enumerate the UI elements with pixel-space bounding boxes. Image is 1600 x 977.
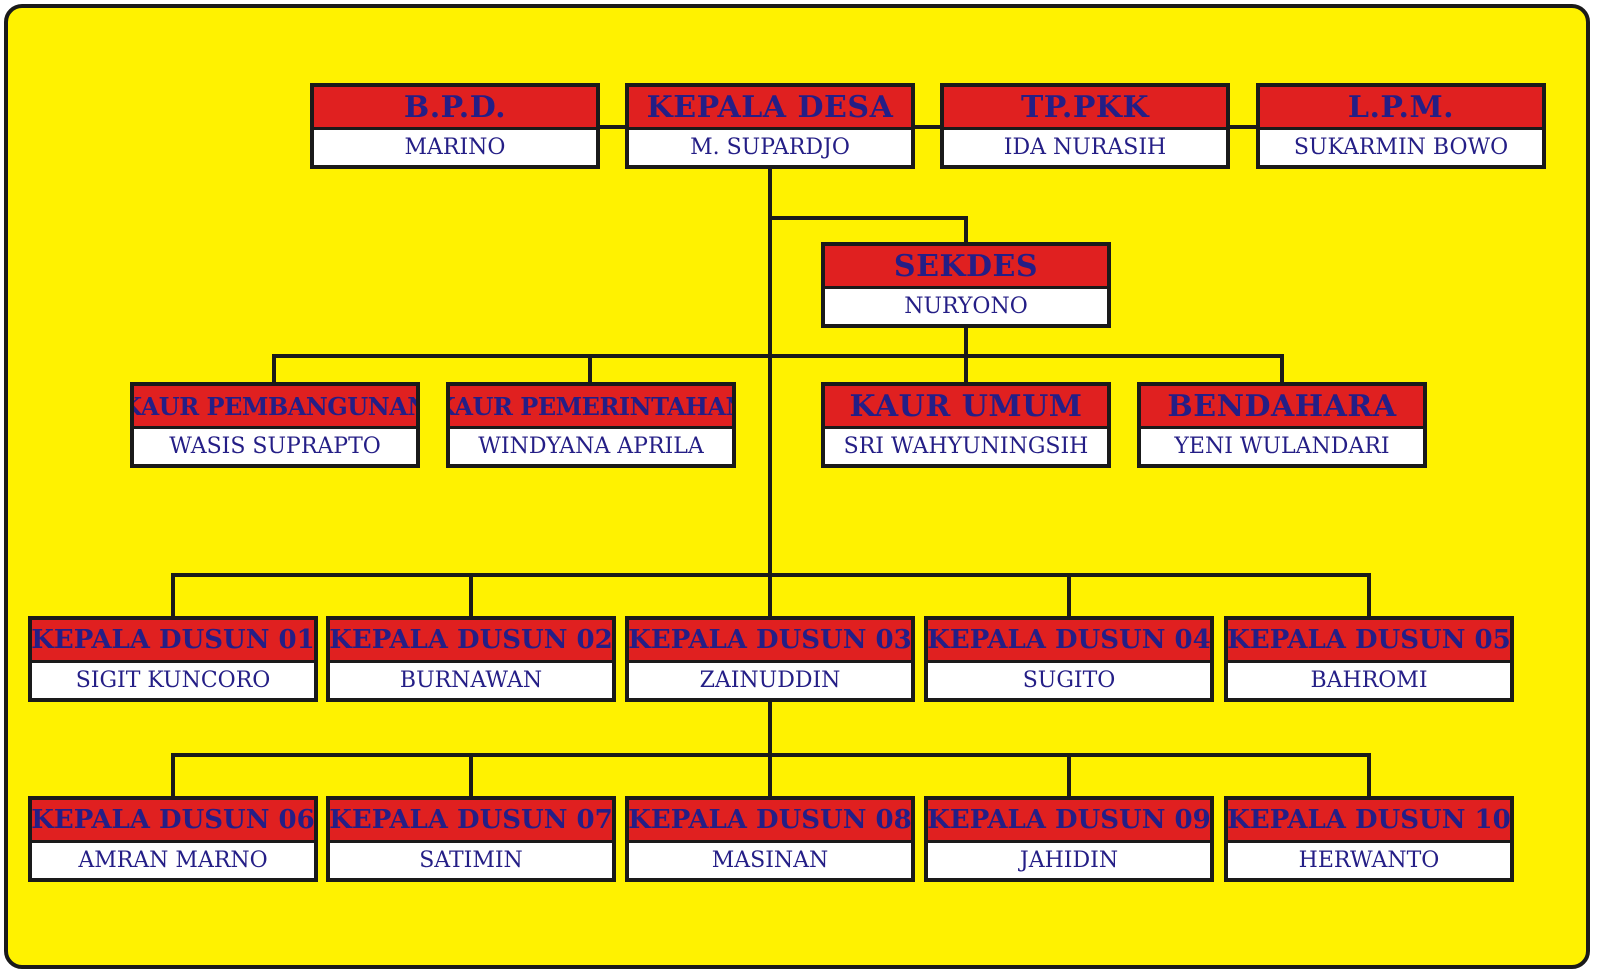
sekdes-name: NURYONO xyxy=(904,294,1028,319)
dusun-name: SUGITO xyxy=(1022,668,1116,693)
bpd-box: B.P.D. MARINO xyxy=(310,83,600,169)
dusun-name: SIGIT KUNCORO xyxy=(75,668,271,693)
connector-lines xyxy=(171,125,1371,800)
dusun-box: KEPALA DUSUN 10 HERWANTO xyxy=(1224,796,1514,882)
dusun-name: SATIMIN xyxy=(419,848,523,873)
dusun-box: KEPALA DUSUN 07 SATIMIN xyxy=(326,796,616,882)
dusun-box: KEPALA DUSUN 08 MASINAN xyxy=(625,796,915,882)
dusun-title: KEPALA DUSUN 08 xyxy=(629,800,911,843)
kaur-title: KAUR PEMBANGUNAN xyxy=(134,386,416,429)
dusun-title: KEPALA DUSUN 05 xyxy=(1228,620,1510,663)
kaur-box: BENDAHARA YENI WULANDARI xyxy=(1137,382,1427,468)
dusun-title: KEPALA DUSUN 06 xyxy=(32,800,314,843)
kaur-name: WASIS SUPRAPTO xyxy=(169,434,381,459)
dusun-name: ZAINUDDIN xyxy=(699,668,841,693)
dusun-box: KEPALA DUSUN 02 BURNAWAN xyxy=(326,616,616,702)
kaur-box: KAUR UMUM SRI WAHYUNINGSIH xyxy=(821,382,1111,468)
kepala-desa-title: KEPALA DESA xyxy=(629,87,911,130)
dusun-name: HERWANTO xyxy=(1298,848,1440,873)
kaur-box: KAUR PEMERINTAHAN WINDYANA APRILA xyxy=(446,382,736,468)
kaur-name: SRI WAHYUNINGSIH xyxy=(843,434,1089,459)
sekdes-title: SEKDES xyxy=(825,246,1107,289)
dusun-box: KEPALA DUSUN 01 SIGIT KUNCORO xyxy=(28,616,318,702)
dusun-title: KEPALA DUSUN 07 xyxy=(330,800,612,843)
bpd-title: B.P.D. xyxy=(314,87,596,130)
kaur-title: BENDAHARA xyxy=(1141,386,1423,429)
bpd-name: MARINO xyxy=(404,135,506,160)
dusun-name: BAHROMI xyxy=(1310,668,1428,693)
dusun-title: KEPALA DUSUN 04 xyxy=(928,620,1210,663)
lpm-name: SUKARMIN BOWO xyxy=(1293,135,1509,160)
dusun-title: KEPALA DUSUN 02 xyxy=(330,620,612,663)
org-chart-board: B.P.D. MARINO KEPALA DESA M. SUPARDJO TP… xyxy=(4,4,1590,969)
dusun-name: MASINAN xyxy=(711,848,829,873)
dusun-box: KEPALA DUSUN 04 SUGITO xyxy=(924,616,1214,702)
dusun-title: KEPALA DUSUN 10 xyxy=(1228,800,1510,843)
kepala-desa-box: KEPALA DESA M. SUPARDJO xyxy=(625,83,915,169)
sekdes-box: SEKDES NURYONO xyxy=(821,242,1111,328)
dusun-box: KEPALA DUSUN 06 AMRAN MARNO xyxy=(28,796,318,882)
lpm-box: L.P.M. SUKARMIN BOWO xyxy=(1256,83,1546,169)
dusun-name: JAHIDIN xyxy=(1019,848,1119,873)
kaur-name: YENI WULANDARI xyxy=(1174,434,1390,459)
dusun-title: KEPALA DUSUN 03 xyxy=(629,620,911,663)
dusun-box: KEPALA DUSUN 09 JAHIDIN xyxy=(924,796,1214,882)
dusun-name: AMRAN MARNO xyxy=(78,848,268,873)
kaur-name: WINDYANA APRILA xyxy=(478,434,704,459)
kaur-title: KAUR PEMERINTAHAN xyxy=(450,386,732,429)
kepala-desa-name: M. SUPARDJO xyxy=(690,135,850,160)
kaur-title: KAUR UMUM xyxy=(825,386,1107,429)
tp-pkk-title: TP.PKK xyxy=(944,87,1226,130)
dusun-box: KEPALA DUSUN 05 BAHROMI xyxy=(1224,616,1514,702)
dusun-title: KEPALA DUSUN 01 xyxy=(32,620,314,663)
dusun-name: BURNAWAN xyxy=(399,668,543,693)
dusun-box: KEPALA DUSUN 03 ZAINUDDIN xyxy=(625,616,915,702)
tp-pkk-box: TP.PKK IDA NURASIH xyxy=(940,83,1230,169)
tp-pkk-name: IDA NURASIH xyxy=(1003,135,1167,160)
dusun-title: KEPALA DUSUN 09 xyxy=(928,800,1210,843)
lpm-title: L.P.M. xyxy=(1260,87,1542,130)
kaur-box: KAUR PEMBANGUNAN WASIS SUPRAPTO xyxy=(130,382,420,468)
